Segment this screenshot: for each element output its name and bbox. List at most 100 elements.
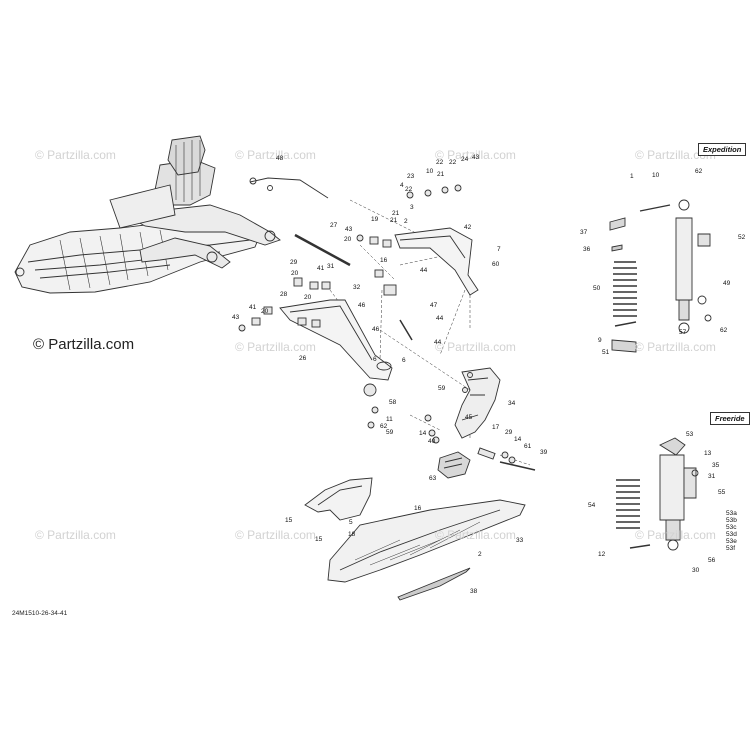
diagram-id: 24M1510-26-34-41	[12, 610, 68, 617]
callout: 29	[290, 259, 298, 266]
callout: 51	[602, 349, 610, 356]
callout: 7	[497, 246, 501, 253]
lower-a-arm	[279, 299, 393, 381]
callout: 62	[720, 327, 728, 334]
callout: 21	[390, 217, 398, 224]
callout: 33	[516, 537, 524, 544]
callout: 49	[723, 280, 731, 287]
callout: 45	[465, 414, 473, 421]
callout: 23	[407, 173, 415, 180]
callout: 27	[330, 222, 338, 229]
callout: 20	[344, 236, 352, 243]
callout: 44	[436, 315, 444, 322]
callout: 6	[402, 357, 406, 364]
spindle	[454, 367, 501, 439]
callout: 10	[652, 172, 660, 179]
callout: 6	[373, 356, 377, 363]
callout: 43	[472, 154, 480, 161]
callout: 20	[291, 270, 299, 277]
watermark: © Partzilla.com	[635, 340, 716, 354]
callout: 15	[285, 517, 293, 524]
variant-label-freeride: Freeride	[710, 412, 750, 425]
callout: 44	[434, 339, 442, 346]
variant-label-expedition: Expedition	[698, 143, 747, 156]
callout: 9	[598, 337, 602, 344]
assembled-suspension-illustration	[14, 135, 281, 294]
callout: 53b	[726, 517, 737, 524]
hardware	[238, 184, 536, 471]
callout: 40	[428, 438, 436, 445]
watermark: © Partzilla.com	[435, 148, 516, 162]
callout: 58	[389, 399, 397, 406]
callout: 57	[679, 329, 687, 336]
callout: 31	[708, 473, 716, 480]
callout: 3	[410, 204, 414, 211]
callout: 30	[692, 567, 700, 574]
callout: 2	[478, 551, 482, 558]
watermark: © Partzilla.com	[35, 148, 116, 162]
callout: 62	[380, 423, 388, 430]
upper-a-arm	[394, 227, 479, 296]
callout: 14	[419, 430, 427, 437]
callout: 32	[353, 284, 361, 291]
callout: 52	[738, 234, 746, 241]
callout: 5	[349, 519, 353, 526]
callout: 38	[470, 588, 478, 595]
callout: 53	[686, 431, 694, 438]
callout: 37	[580, 229, 588, 236]
callout: 53d	[726, 531, 737, 538]
callout: 34	[508, 400, 516, 407]
callout: 53e	[726, 538, 737, 545]
callout: 16	[414, 505, 422, 512]
callout: 12	[598, 551, 606, 558]
callout: 41	[317, 265, 325, 272]
callout: 36	[583, 246, 591, 253]
callout: 35	[712, 462, 720, 469]
watermark: © Partzilla.com	[235, 528, 316, 542]
callout: 50	[593, 285, 601, 292]
callout: 61	[524, 443, 532, 450]
callout: 56	[708, 557, 716, 564]
callout: 29	[505, 429, 513, 436]
callout: 53f	[726, 545, 736, 552]
callout: 20	[304, 294, 312, 301]
callout: 15	[315, 536, 323, 543]
callout: 53c	[726, 524, 737, 531]
callout: 53a	[726, 510, 737, 517]
watermark: © Partzilla.com	[235, 148, 316, 162]
callout: 21	[392, 210, 400, 217]
callout: 62	[695, 168, 703, 175]
callout: 18	[348, 531, 356, 538]
callout: 26	[299, 355, 307, 362]
callout: 39	[540, 449, 548, 456]
callout: 28	[280, 291, 288, 298]
watermark: © Partzilla.com	[435, 340, 516, 354]
callout: 54	[588, 502, 596, 509]
callout: 42	[464, 224, 472, 231]
callout: 13	[704, 450, 712, 457]
callout: 46	[372, 326, 380, 333]
callout: 16	[380, 257, 388, 264]
callout: 14	[514, 436, 522, 443]
callout: 55	[718, 489, 726, 496]
callout: 24	[461, 156, 469, 163]
watermark: © Partzilla.com	[35, 528, 116, 542]
callout: 19	[371, 216, 379, 223]
callout: 1	[630, 173, 634, 180]
callout: 41	[249, 304, 257, 311]
callout: 31	[327, 263, 335, 270]
callout: 10	[426, 168, 434, 175]
callout: 20	[261, 308, 269, 315]
watermark: © Partzilla.com	[635, 528, 716, 542]
callout: 59	[438, 385, 446, 392]
rod-27	[294, 233, 351, 267]
callout: 22	[436, 159, 444, 166]
callout: 2	[404, 218, 408, 225]
callout: 47	[430, 302, 438, 309]
watermark: © Partzilla.com	[435, 528, 516, 542]
ski-leg	[304, 477, 373, 521]
callout: 22	[449, 159, 457, 166]
callout: 59	[386, 429, 394, 436]
watermark-main: © Partzilla.com	[33, 336, 135, 353]
